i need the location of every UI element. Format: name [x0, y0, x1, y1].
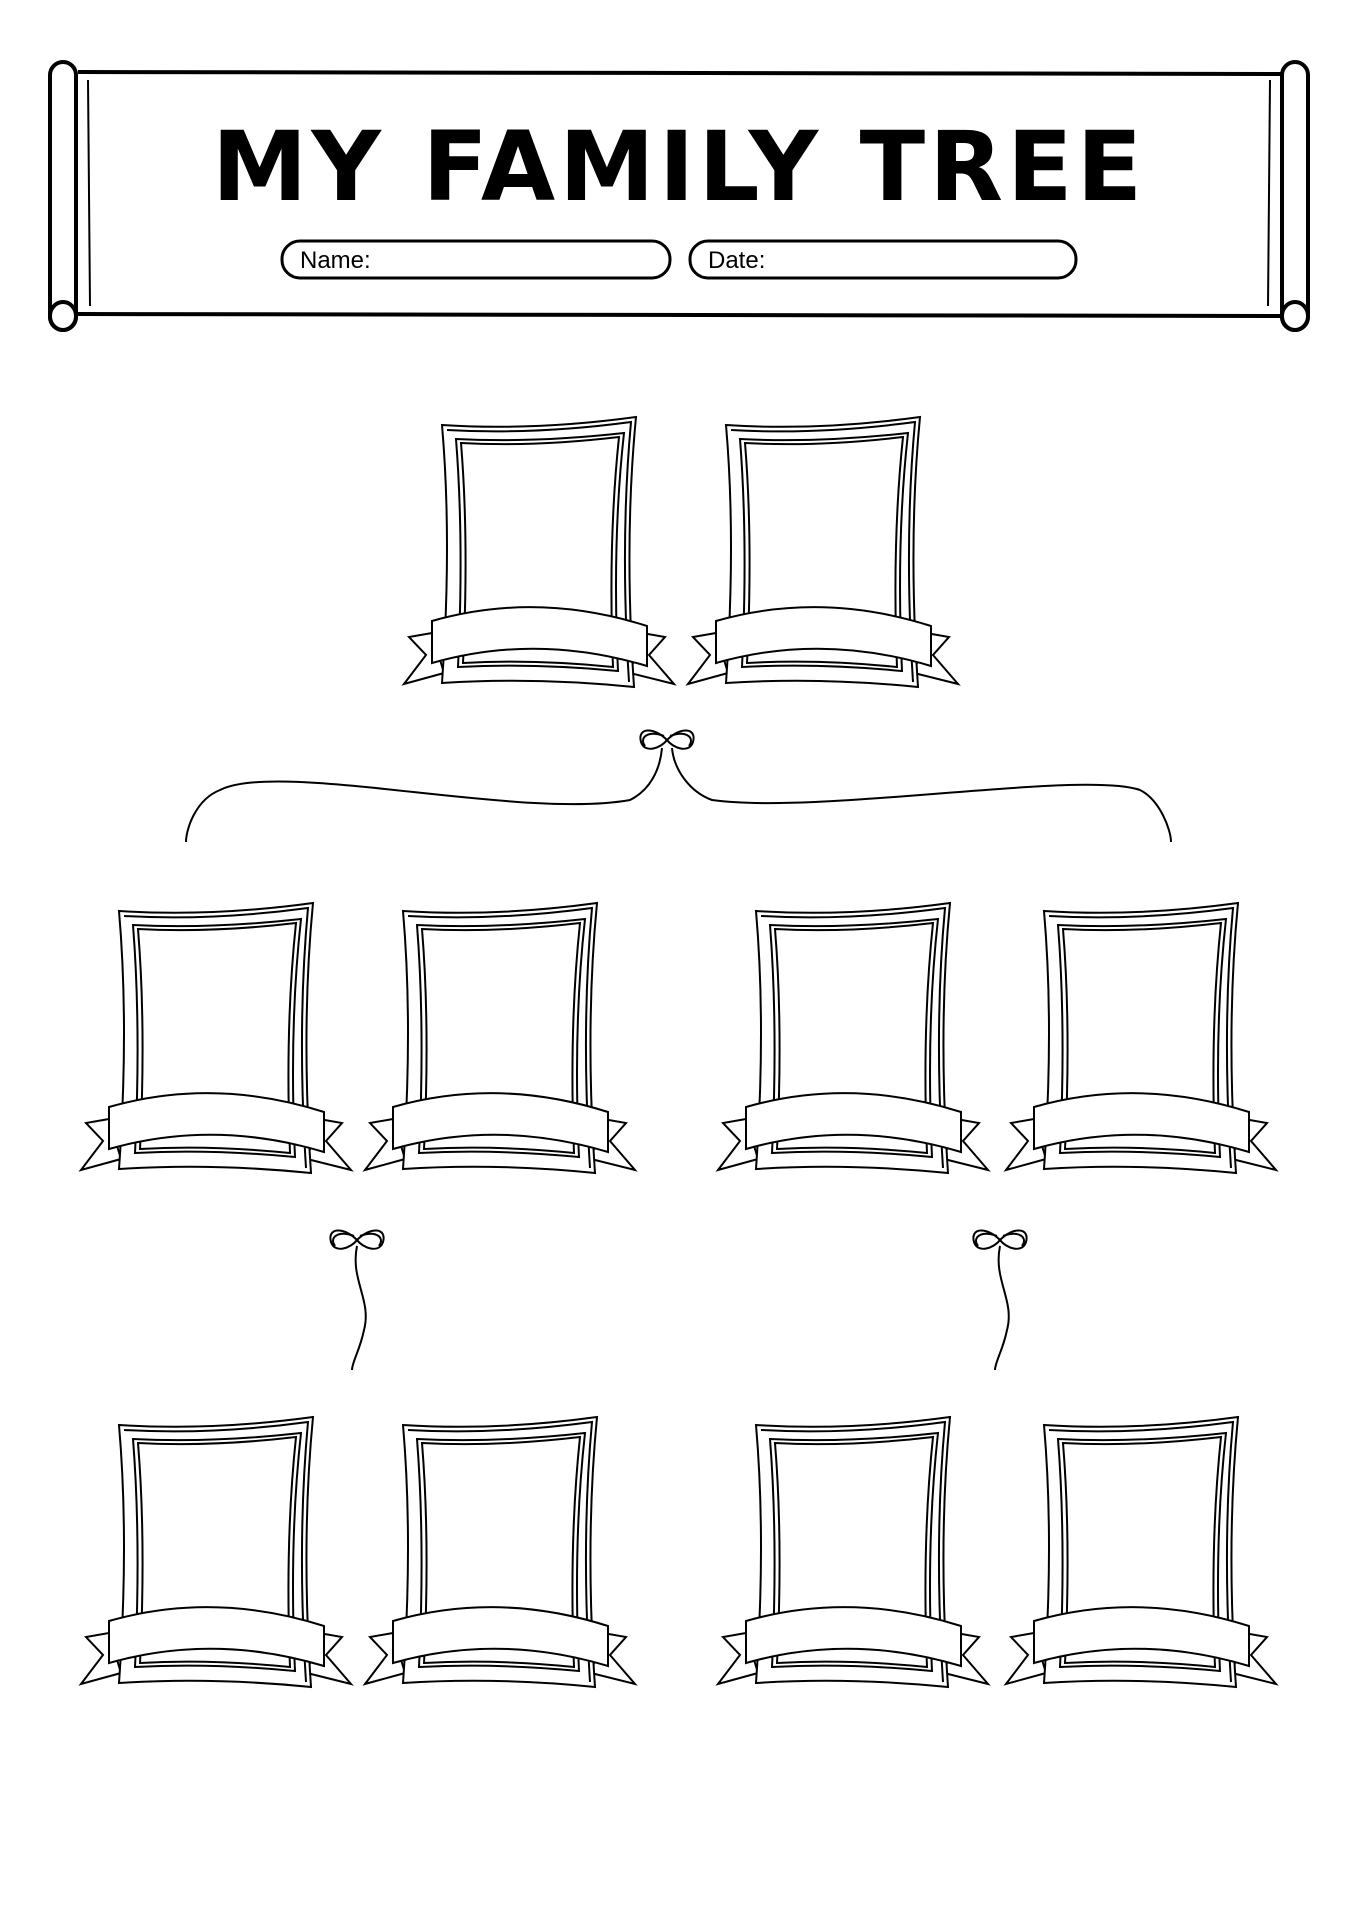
title-banner [48, 60, 1310, 332]
photo-frame-parent-3[interactable] [717, 902, 989, 1174]
bow-connector-top [185, 729, 1172, 843]
page-title: MY FAMILY TREE [212, 111, 1146, 223]
photo-frame-grandparent-1[interactable] [403, 416, 675, 688]
photo-frame-parent-2[interactable] [364, 902, 636, 1174]
bow-connector-right [972, 1229, 1028, 1371]
photo-frame-parent-1[interactable] [80, 902, 352, 1174]
date-label: Date: [708, 247, 765, 274]
name-field[interactable] [280, 239, 672, 280]
photo-frame-child-2[interactable] [364, 1416, 636, 1688]
bow-icon [639, 729, 695, 750]
bow-connector-left [329, 1229, 385, 1371]
photo-frame-child-1[interactable] [80, 1416, 352, 1688]
photo-frame-child-4[interactable] [1005, 1416, 1277, 1688]
name-label: Name: [300, 247, 371, 274]
photo-frame-child-3[interactable] [717, 1416, 989, 1688]
photo-frame-parent-4[interactable] [1005, 902, 1277, 1174]
photo-frame-grandparent-2[interactable] [687, 416, 959, 688]
date-field[interactable] [688, 239, 1078, 280]
